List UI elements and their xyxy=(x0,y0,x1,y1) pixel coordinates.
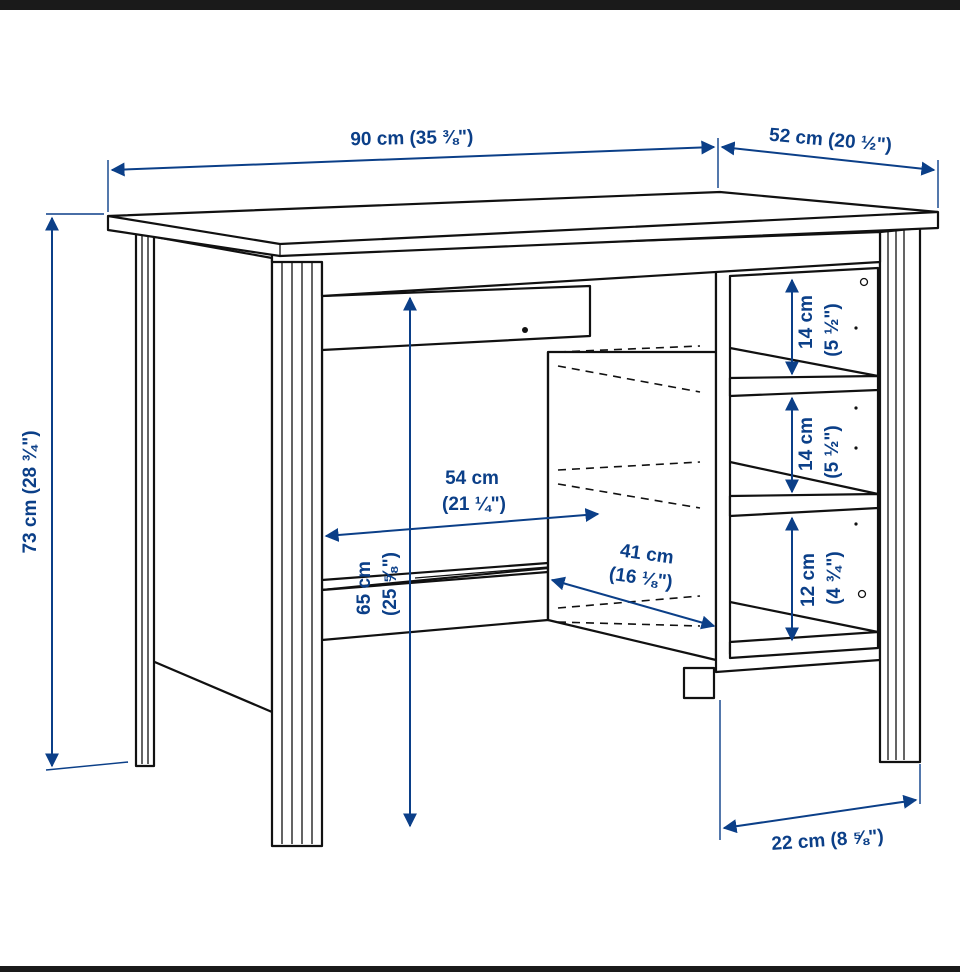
knee-width-cm-label: 54 cm xyxy=(445,468,499,489)
shelf-bottom-cm-label: 12 cm xyxy=(798,553,819,607)
bottom-border xyxy=(0,966,960,972)
shelf-middle-cm-label: 14 cm xyxy=(796,417,817,471)
dimension-lines xyxy=(45,138,939,840)
shelf-peg-holes xyxy=(854,277,869,599)
knee-height-cm-label: 65 cm xyxy=(354,561,375,615)
inner-depth-dimension-line xyxy=(550,576,716,630)
shelf-top-cm-label: 14 cm xyxy=(796,295,817,349)
shelf-top xyxy=(728,374,880,398)
top-border xyxy=(0,0,960,10)
left-side-panel xyxy=(148,234,274,714)
width-dimension-line xyxy=(110,140,716,177)
shelf-foot xyxy=(682,666,716,700)
shelf-unit-left-wall xyxy=(546,350,718,662)
shelf-middle xyxy=(728,492,880,518)
knee-width-in-label: (21 ¼") xyxy=(442,494,506,515)
shelf-depth-dimension-line xyxy=(722,794,918,834)
shelf-top-in-label: (5 ½") xyxy=(822,303,843,356)
width-label: 90 cm (35 ⅜") xyxy=(350,127,473,151)
knee-height-in-label: (25 ⅝") xyxy=(380,552,401,616)
depth-label: 52 cm (20 ½") xyxy=(768,125,892,157)
drawer-knob xyxy=(522,327,528,333)
front-apron xyxy=(270,230,882,298)
shelf-bottom xyxy=(728,630,880,660)
right-back-leg xyxy=(878,226,922,764)
knee-width-dimension-line xyxy=(324,508,600,542)
table-top xyxy=(106,190,940,258)
front-left-leg xyxy=(270,256,324,848)
shelf-middle-in-label: (5 ½") xyxy=(822,425,843,478)
depth-dimension-line xyxy=(720,141,936,176)
shelf-bottom-in-label: (4 ¾") xyxy=(824,551,845,604)
height-label: 73 cm (28 ¾") xyxy=(20,430,41,553)
left-back-leg xyxy=(134,232,156,768)
shelf-depth-label: 22 cm (8 ⅝") xyxy=(771,826,885,855)
desk-drawing xyxy=(106,190,940,848)
